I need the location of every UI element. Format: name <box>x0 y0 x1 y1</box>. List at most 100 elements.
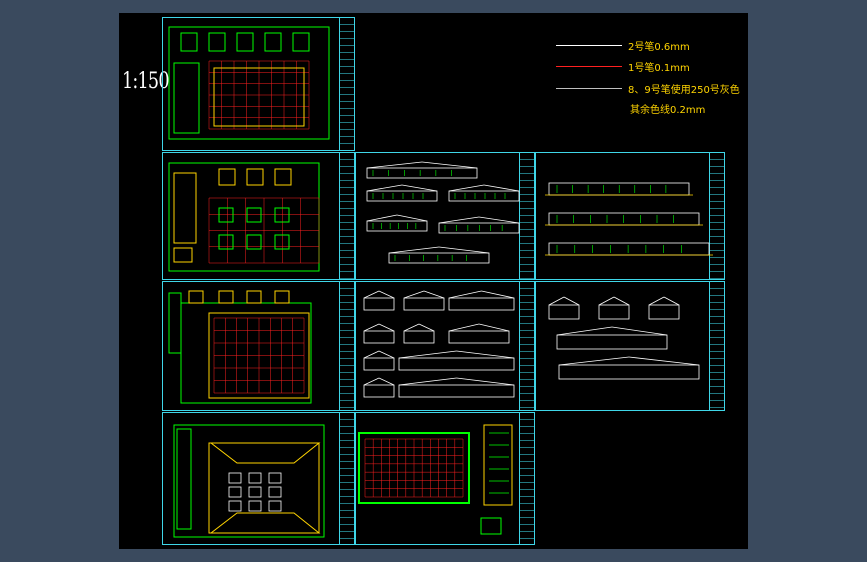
room-block <box>218 168 236 186</box>
elevation <box>366 190 438 202</box>
elevation <box>548 212 700 226</box>
title-block <box>519 413 534 544</box>
roof-line <box>363 377 380 386</box>
roof-line <box>366 161 423 169</box>
roof-line <box>398 350 457 359</box>
sheet-floor-plan-2[interactable] <box>162 281 355 411</box>
legend-line <box>556 45 622 46</box>
section <box>363 297 395 311</box>
roof-line <box>628 356 700 366</box>
detail-block <box>480 517 502 535</box>
section <box>448 297 515 311</box>
room-block <box>246 168 264 186</box>
title-block <box>339 153 354 279</box>
roof-line <box>378 290 395 299</box>
skylight <box>228 486 242 498</box>
roof-line <box>398 377 457 386</box>
room-block <box>218 290 234 304</box>
room-block <box>246 290 262 304</box>
sheet-roof-plan[interactable] <box>162 412 355 545</box>
roof-line <box>611 326 668 336</box>
roof-line <box>613 296 630 306</box>
elevation <box>388 252 490 264</box>
sheet-site-plan[interactable] <box>162 17 355 151</box>
section <box>398 384 515 398</box>
roof-line <box>363 323 380 332</box>
roof-line <box>363 290 380 299</box>
roof-line <box>378 323 395 332</box>
section <box>648 304 680 320</box>
sheet-floor-plan-1[interactable] <box>162 152 355 280</box>
room-block <box>218 207 234 223</box>
stair-block <box>173 247 193 263</box>
elevation <box>548 242 710 256</box>
title-block <box>709 153 724 279</box>
wing-block <box>173 172 197 244</box>
roof-line <box>366 214 398 222</box>
roof-line <box>448 290 482 299</box>
skylight <box>248 472 262 484</box>
room-block <box>246 234 262 250</box>
elevation <box>438 222 520 234</box>
sheet-sections-1[interactable] <box>355 281 535 411</box>
title-block <box>339 413 354 544</box>
room-block <box>246 207 262 223</box>
sheet-elevations-1[interactable] <box>355 152 535 280</box>
section <box>403 297 445 311</box>
section <box>448 330 510 344</box>
roof-line <box>403 290 425 299</box>
title-block <box>709 282 724 410</box>
section <box>598 304 630 320</box>
roof-line <box>366 184 403 192</box>
section <box>363 357 395 371</box>
roof-line <box>448 184 485 192</box>
roof-line <box>396 214 428 222</box>
cad-drawing-canvas[interactable]: 1:150 2号笔0.6mm 1号笔0.1mm 8、9号笔使用250号灰色 其余… <box>119 13 748 549</box>
title-block <box>339 18 354 150</box>
roof-line <box>378 350 395 359</box>
skylight <box>248 486 262 498</box>
roof-line <box>456 377 515 386</box>
sheet-elevations-2[interactable] <box>535 152 725 280</box>
scale-label: 1:150 <box>122 69 170 94</box>
legend-line <box>556 66 622 67</box>
room-block <box>218 234 234 250</box>
room-block <box>274 234 290 250</box>
hall-outline <box>208 312 310 399</box>
room-block <box>274 290 290 304</box>
sheet-sections-2[interactable] <box>535 281 725 411</box>
site-boundary <box>168 26 330 140</box>
section <box>403 330 435 344</box>
roof-slope <box>209 512 321 534</box>
elevation <box>448 190 520 202</box>
skylight <box>268 500 282 512</box>
legend-note: 其余色线0.2mm <box>630 105 706 116</box>
section <box>398 357 515 371</box>
room-block <box>274 207 290 223</box>
roof-line <box>388 246 440 254</box>
roof-line <box>563 296 580 306</box>
roof-line <box>363 350 380 359</box>
roof-line <box>438 246 490 254</box>
roof-line <box>598 296 615 306</box>
section <box>363 384 395 398</box>
roof-line <box>648 296 665 306</box>
detail-block <box>483 424 513 506</box>
sheet-structure-plan[interactable] <box>355 412 535 545</box>
roof-line <box>663 296 680 306</box>
roof-line <box>556 326 613 336</box>
skylight <box>228 472 242 484</box>
courtyard-outline <box>213 67 305 127</box>
legend-item-pen-1: 1号笔0.1mm <box>556 59 690 74</box>
roof-line <box>438 216 480 224</box>
roof-line <box>403 323 420 332</box>
roof-line <box>483 184 520 192</box>
building-block <box>180 32 198 52</box>
roof-line <box>478 323 510 332</box>
skylight <box>268 472 282 484</box>
legend-item-pen-8-9: 8、9号笔使用250号灰色 <box>556 81 740 96</box>
structure-outline <box>358 432 470 504</box>
room-block <box>274 168 292 186</box>
title-block <box>519 282 534 410</box>
roof-line <box>456 350 515 359</box>
